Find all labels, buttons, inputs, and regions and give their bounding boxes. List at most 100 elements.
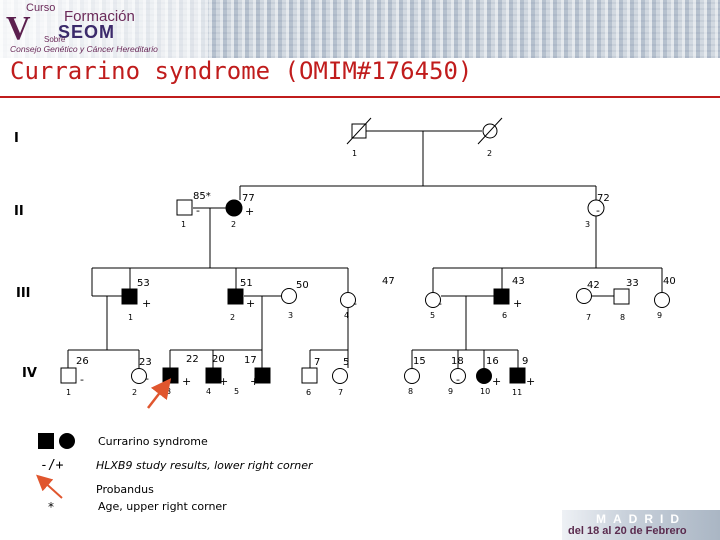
individual-II-2-symbol[interactable] bbox=[225, 199, 243, 217]
age-label: 51 bbox=[240, 278, 253, 289]
age-label: 26 bbox=[76, 356, 89, 367]
individual-III-9-symbol[interactable] bbox=[654, 292, 670, 308]
hlxb9-result: - bbox=[353, 297, 357, 310]
footer-dates: del 18 al 20 de Febrero bbox=[568, 525, 687, 537]
individual-IV-5-symbol[interactable] bbox=[254, 367, 271, 384]
individual-number: 7 bbox=[586, 313, 591, 322]
individual-III-1-symbol[interactable] bbox=[121, 288, 138, 305]
footer-city: MADRID bbox=[596, 512, 686, 526]
individual-number: 1 bbox=[181, 220, 186, 229]
generation-label: II bbox=[14, 204, 24, 219]
individual-number: 5 bbox=[430, 311, 435, 320]
generation-label: IV bbox=[22, 366, 37, 381]
hlxb9-result: - bbox=[80, 373, 84, 386]
age-label: 22 bbox=[186, 354, 199, 365]
individual-IV-4-symbol[interactable] bbox=[205, 367, 222, 384]
individual-number: 9 bbox=[448, 387, 453, 396]
individual-III-8-symbol[interactable] bbox=[613, 288, 630, 305]
title-divider bbox=[0, 96, 720, 98]
hlxb9-result: - bbox=[145, 372, 149, 385]
hlxb9-result: - bbox=[456, 373, 460, 386]
legend-hlxb9-text: HLXB9 study results, lower right corner bbox=[96, 459, 314, 472]
individual-IV-6-symbol[interactable] bbox=[301, 367, 318, 384]
individual-III-5-symbol[interactable] bbox=[425, 292, 441, 308]
age-label: 53 bbox=[137, 278, 150, 289]
header-banner: Curso Formación V SEOM Sobre Consejo Gen… bbox=[0, 0, 720, 58]
individual-III-6-symbol[interactable] bbox=[493, 288, 510, 305]
individual-IV-2-symbol[interactable] bbox=[131, 368, 147, 384]
individual-IV-3-symbol[interactable] bbox=[162, 367, 179, 384]
deceased-slash bbox=[477, 117, 503, 145]
age-label: 40 bbox=[663, 276, 676, 287]
individual-IV-10-symbol[interactable] bbox=[476, 368, 492, 384]
hlxb9-result: + bbox=[245, 205, 254, 218]
age-label: 5 bbox=[343, 357, 349, 368]
age-label: 16 bbox=[486, 356, 499, 367]
age-label: 18 bbox=[451, 356, 464, 367]
legend-affected-text: Currarino syndrome bbox=[98, 435, 208, 448]
individual-number: 1 bbox=[128, 313, 133, 322]
logo-formacion: Formación bbox=[64, 8, 135, 25]
course-logo: Curso Formación V SEOM Sobre Consejo Gen… bbox=[0, 0, 208, 58]
individual-number: 9 bbox=[657, 311, 662, 320]
individual-number: 2 bbox=[487, 149, 492, 158]
proband-arrow bbox=[147, 378, 172, 409]
hlxb9-result: + bbox=[492, 375, 501, 388]
age-label: 33 bbox=[626, 278, 639, 289]
age-label: 43 bbox=[512, 276, 525, 287]
individual-number: 6 bbox=[502, 311, 507, 320]
hlxb9-result: + bbox=[526, 375, 535, 388]
age-label: 20 bbox=[212, 354, 225, 365]
individual-II-1-symbol[interactable] bbox=[176, 199, 193, 216]
individual-number: 7 bbox=[338, 388, 343, 397]
individual-number: 2 bbox=[231, 220, 236, 229]
individual-number: 1 bbox=[66, 388, 71, 397]
individual-number: 8 bbox=[408, 387, 413, 396]
age-label: 9 bbox=[522, 356, 528, 367]
individual-IV-8-symbol[interactable] bbox=[404, 368, 420, 384]
hlxb9-result: + bbox=[182, 375, 191, 388]
individual-II-3-symbol[interactable] bbox=[587, 199, 605, 217]
individual-III-4-symbol[interactable] bbox=[340, 292, 356, 308]
hlxb9-result: - bbox=[596, 204, 600, 217]
individual-III-7-symbol[interactable] bbox=[576, 288, 592, 304]
hlxb9-result: + bbox=[513, 297, 522, 310]
hlxb9-result: + bbox=[219, 375, 228, 388]
individual-number: 6 bbox=[306, 388, 311, 397]
hlxb9-result: - bbox=[438, 297, 442, 310]
hlxb9-result: + bbox=[250, 375, 259, 388]
individual-III-3-symbol[interactable] bbox=[281, 288, 297, 304]
legend-age-text: Age, upper right corner bbox=[98, 500, 227, 513]
logo-roman-numeral: V bbox=[6, 10, 31, 47]
age-label: 23 bbox=[139, 357, 152, 368]
legend-affected-male-icon bbox=[38, 433, 54, 449]
logo-seom: SEOM bbox=[58, 22, 116, 42]
age-label: 85* bbox=[193, 191, 211, 202]
age-label: 77 bbox=[242, 193, 255, 204]
individual-IV-1-symbol[interactable] bbox=[60, 367, 77, 384]
individual-number: 3 bbox=[585, 220, 590, 229]
individual-IV-11-symbol[interactable] bbox=[509, 367, 526, 384]
legend-hlxb9-symbol: -/+ bbox=[40, 458, 64, 473]
legend-affected-female-icon bbox=[59, 433, 75, 449]
legend bbox=[36, 433, 75, 499]
logo-subtitle: Consejo Genético y Cáncer Hereditario bbox=[10, 44, 158, 54]
age-label: 72 bbox=[597, 193, 610, 204]
age-label: 7 bbox=[314, 357, 320, 368]
logo-sobre: Sobre bbox=[44, 35, 66, 44]
individual-III-2-symbol[interactable] bbox=[227, 288, 244, 305]
individual-number: 2 bbox=[132, 388, 137, 397]
individual-IV-9-symbol[interactable] bbox=[450, 368, 466, 384]
age-label: 50 bbox=[296, 280, 309, 291]
logo-curso: Curso bbox=[26, 2, 56, 14]
individual-number: 3 bbox=[166, 387, 171, 396]
page-title: Currarino syndrome (OMIM#176450) bbox=[10, 57, 473, 85]
legend-age-symbol: * bbox=[48, 500, 54, 514]
generation-label: III bbox=[16, 286, 31, 301]
individual-IV-7-symbol[interactable] bbox=[332, 368, 348, 384]
individual-number: 11 bbox=[512, 388, 522, 397]
deceased-slash bbox=[346, 117, 372, 145]
legend-proband-arrow-icon bbox=[36, 474, 63, 499]
legend-proband-text: Probandus bbox=[96, 483, 154, 496]
